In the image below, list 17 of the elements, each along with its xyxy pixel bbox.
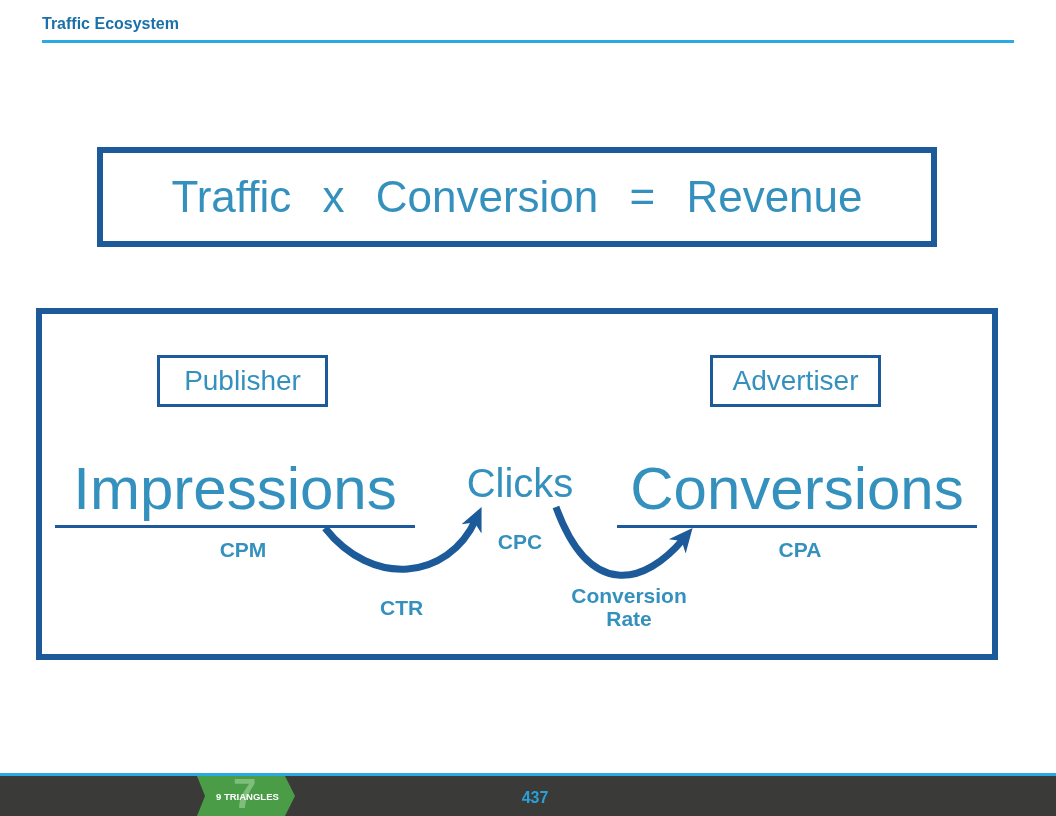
role-label: Advertiser xyxy=(732,365,859,397)
stage-heading: Clicks xyxy=(458,459,582,507)
metric-label: CPC xyxy=(497,530,543,554)
frame-box xyxy=(36,308,998,660)
page-number: 437 xyxy=(521,788,549,807)
curved-arrow xyxy=(322,507,483,573)
equation-box xyxy=(97,147,937,247)
stage-heading: Conversions xyxy=(630,454,964,524)
role-box xyxy=(157,355,328,407)
equation-text: Traffic x Conversion = Revenue xyxy=(171,171,863,223)
stage-heading: Impressions xyxy=(73,454,397,524)
role-label: Publisher xyxy=(184,365,301,397)
curved-arrow xyxy=(552,505,694,579)
role-box xyxy=(710,355,881,407)
metric-label: CPM xyxy=(219,538,267,562)
page-title: Traffic Ecosystem xyxy=(42,14,179,33)
metric-label: CPA xyxy=(778,538,822,562)
